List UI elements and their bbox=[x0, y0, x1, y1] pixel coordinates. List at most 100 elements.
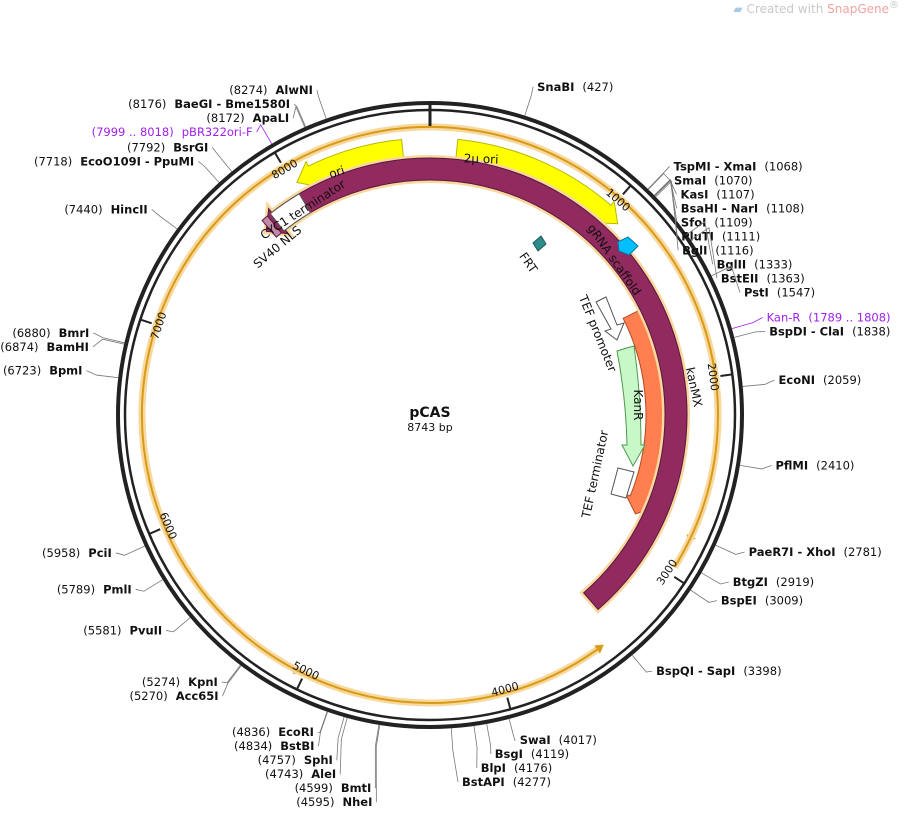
site-leader-paer7i-xhoi bbox=[715, 544, 745, 555]
site-name: Kan-R bbox=[767, 310, 801, 324]
site-acc65i: (5270)Acc65I bbox=[130, 689, 219, 703]
feature-layer bbox=[261, 138, 690, 614]
site-leader-pcii bbox=[115, 545, 145, 556]
site-leader-baegi-bme1580i bbox=[293, 103, 306, 127]
site-position: (4743) bbox=[265, 767, 303, 781]
kanr-feature bbox=[616, 345, 646, 468]
site-nhei: (4595)NheI bbox=[296, 795, 372, 809]
site-leader-btgzi bbox=[701, 572, 729, 585]
site-name: KpnI bbox=[188, 675, 218, 689]
site-ecori: (4836)EcoRI bbox=[232, 725, 314, 739]
site-name: AleI bbox=[311, 767, 336, 781]
site-name: PstI bbox=[744, 285, 769, 299]
site-name: BglI bbox=[682, 243, 707, 257]
site-position: (6880) bbox=[12, 326, 50, 340]
site-name: BaeGI - Bme1580I bbox=[174, 97, 290, 111]
tick-mark bbox=[622, 184, 632, 196]
site-apali: (8172)ApaLI bbox=[206, 111, 289, 125]
site-bstapi: BstAPI(4277) bbox=[462, 775, 551, 789]
site-position: (1789 .. 1808) bbox=[808, 310, 890, 324]
site-name: EcoNI bbox=[779, 373, 815, 387]
tick-mark bbox=[295, 678, 304, 690]
site-name: ApaLI bbox=[253, 111, 290, 125]
site-name: SnaBI bbox=[537, 80, 574, 94]
site-position: (1116) bbox=[715, 243, 753, 257]
site-leader-pflmi bbox=[739, 464, 772, 470]
site-name: BspQI - SapI bbox=[656, 664, 735, 678]
site-name: PflMI bbox=[775, 459, 808, 473]
site-leader-bsgi bbox=[486, 723, 492, 755]
cas9-label: Cas9 bbox=[226, 577, 256, 608]
site-bglii: BglII(1333) bbox=[717, 257, 793, 271]
site-paer7i-xhoi: PaeR7I - XhoI(2781) bbox=[749, 545, 882, 559]
site-econi: EcoNI (2059) bbox=[779, 373, 862, 387]
site-leader-pmli bbox=[135, 579, 163, 592]
site-leader-blpi bbox=[473, 725, 478, 769]
site-name: BstAPI bbox=[462, 775, 505, 789]
site-leader-sphi bbox=[336, 716, 345, 761]
site-leader-nhei bbox=[375, 724, 381, 803]
site-position: (2059) bbox=[823, 373, 861, 387]
site-leader-tspmi-xmai bbox=[647, 166, 670, 190]
kanr-label: KanR bbox=[631, 390, 645, 421]
site-leader-bstbi bbox=[318, 711, 328, 747]
site-pcii: (5958)PciI bbox=[42, 546, 112, 560]
site-position: (1838) bbox=[852, 324, 890, 338]
site-name: SfoI bbox=[681, 215, 706, 229]
tick-label: 2000 bbox=[705, 362, 722, 391]
site-position: (1333) bbox=[754, 257, 792, 271]
site-position: (4757) bbox=[258, 753, 296, 767]
tick-mark bbox=[273, 151, 282, 164]
site-position: (2781) bbox=[843, 545, 881, 559]
tef-terminator-label: TEF terminator bbox=[579, 429, 612, 520]
site-name: BamHI bbox=[47, 340, 89, 354]
site-name: BtgZI bbox=[733, 575, 768, 589]
site-position: (2410) bbox=[816, 459, 854, 473]
site-position: (5274) bbox=[142, 675, 180, 689]
site-layer: SnaBI(427)TspMI - XmaI(1068)SmaI(1070)Ka… bbox=[0, 80, 890, 809]
site-name: BlpI bbox=[481, 761, 506, 775]
primer-arrowhead bbox=[594, 644, 604, 654]
site-kpni: (5274) KpnI bbox=[142, 675, 218, 689]
site-snabi: SnaBI(427) bbox=[537, 80, 613, 94]
site-position: (7440) bbox=[64, 202, 102, 216]
site-leader-bspei bbox=[690, 589, 717, 603]
site-position: (1107) bbox=[716, 187, 754, 201]
site-leader-acc65i bbox=[222, 665, 242, 697]
site-leader-kpni bbox=[221, 664, 241, 684]
site-name: PciI bbox=[88, 546, 111, 560]
site-position: (1070) bbox=[714, 173, 752, 187]
watermark-prefix: Created with bbox=[746, 2, 828, 16]
tick-label: 7000 bbox=[148, 310, 169, 341]
site-btgzi: BtgZI(2919) bbox=[733, 575, 814, 589]
site-name: PluTI bbox=[681, 229, 714, 243]
feature-sv40-nls bbox=[261, 215, 283, 238]
site-bsgi: BsgI(4119) bbox=[495, 747, 569, 761]
site-hincii: (7440)HincII bbox=[64, 202, 147, 216]
site-name: SmaI bbox=[674, 173, 706, 187]
frt-feature bbox=[532, 235, 547, 252]
backbone bbox=[116, 101, 744, 729]
site-kan-r: Kan-R (1789 .. 1808) bbox=[767, 310, 891, 324]
tick-label: 5000 bbox=[290, 659, 321, 683]
primer-item bbox=[141, 126, 719, 704]
site-baegi-bme1580i: (8176)BaeGI - Bme1580I bbox=[128, 97, 290, 111]
site-leader-bstapi bbox=[450, 728, 459, 783]
primer-halo bbox=[138, 194, 297, 673]
tick-mark bbox=[139, 318, 153, 325]
site-leader-pvuii bbox=[166, 617, 191, 633]
site-leader-snabi bbox=[524, 86, 534, 116]
tick-mark bbox=[720, 373, 733, 377]
site-bmti: (4599)BmtI bbox=[295, 781, 372, 795]
site-leader-hincii bbox=[151, 209, 178, 230]
site-bsahi-nari: BsaHI - NarI(1108) bbox=[681, 201, 805, 215]
site-ecoo109i-ppumi: (7718)EcoO109I - PpuMI bbox=[34, 154, 194, 168]
site-bgli: BglI (1116) bbox=[682, 243, 753, 257]
site-leader-bspqi-sapi bbox=[631, 654, 653, 673]
site-name: Acc65I bbox=[176, 689, 219, 703]
site-pluti: PluTI(1111) bbox=[681, 229, 760, 243]
two-mu-ori-label: 2μ ori bbox=[464, 151, 499, 166]
watermark: ▰Created with SnapGene® bbox=[733, 0, 899, 16]
site-bsteii: BstEII(1363) bbox=[721, 271, 805, 285]
